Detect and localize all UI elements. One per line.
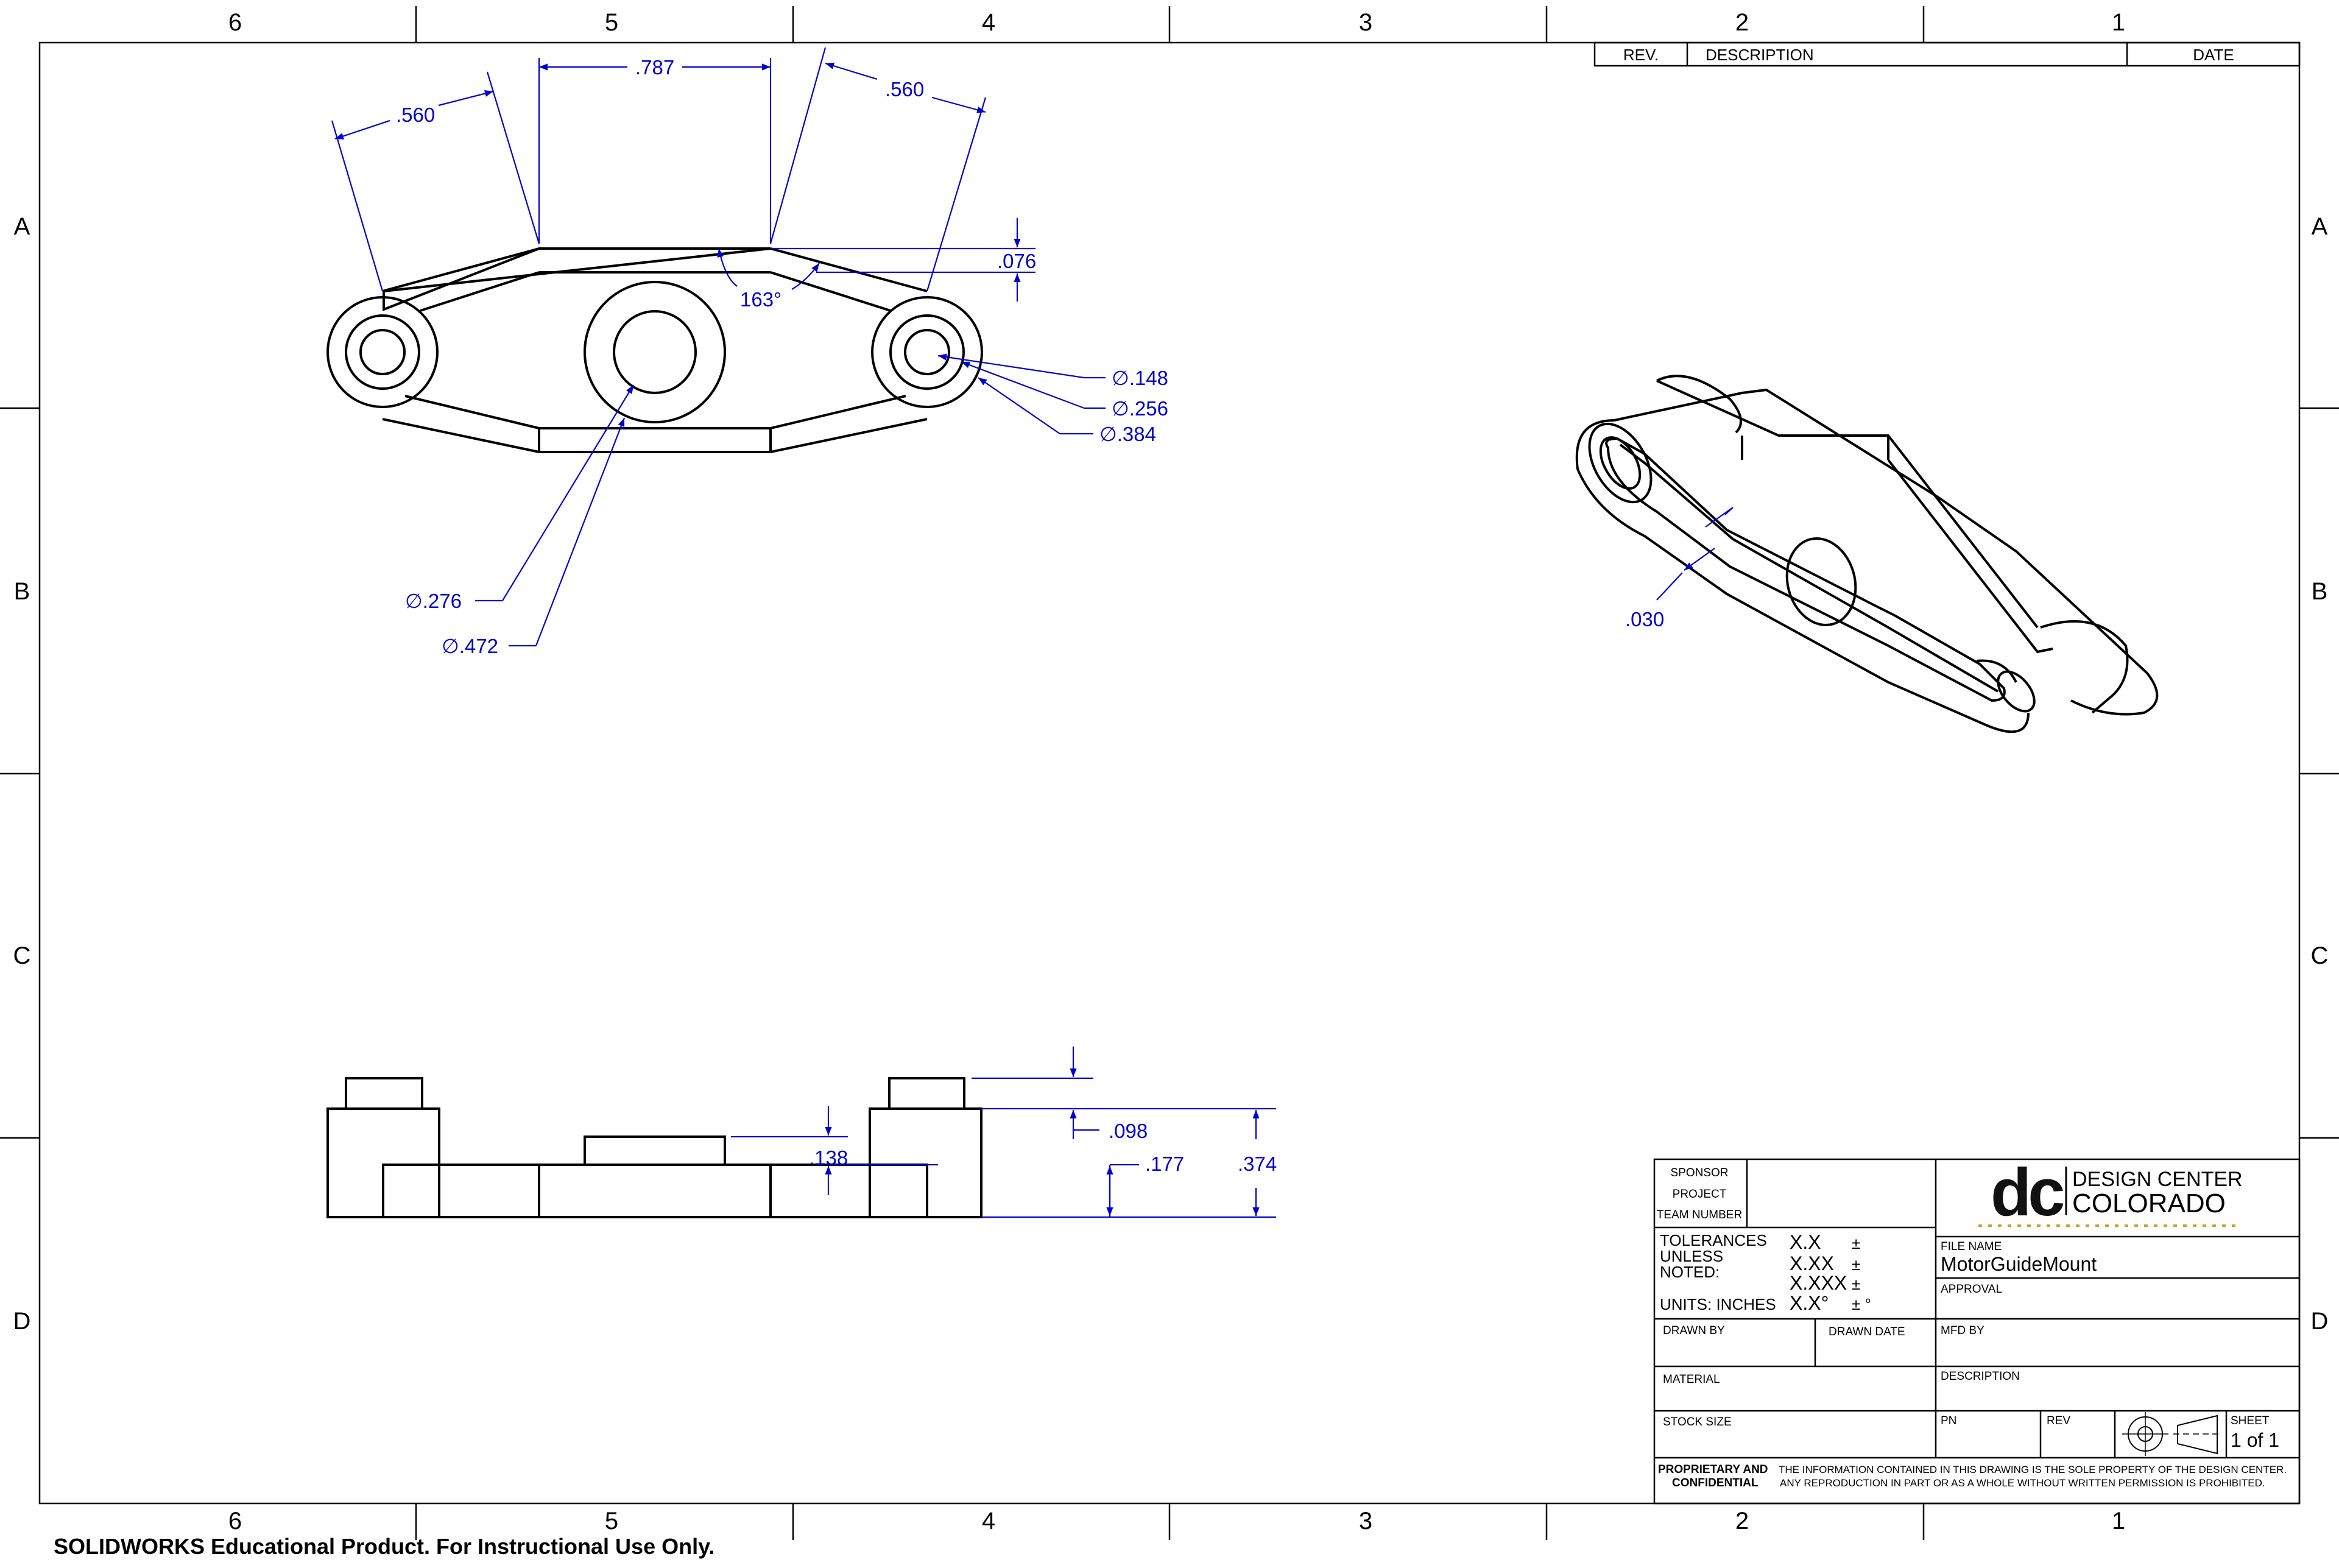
- sheet-label: SHEET: [2231, 1414, 2270, 1427]
- tol-pm-deg: ± °: [1852, 1295, 1871, 1313]
- dim-right-width: .560: [885, 78, 924, 101]
- sheet-value: 1 of 1: [2231, 1429, 2279, 1451]
- dim-boss-outer: ∅.384: [1099, 423, 1156, 445]
- zone-labels: 6 5 4 3 2 1 6 5 4 3 2 1 A B C D A B C D: [13, 9, 2329, 1534]
- mfd-by-label: MFD BY: [1941, 1324, 1984, 1337]
- dim-base-height: .177: [1145, 1153, 1184, 1175]
- tol-three-place: X.XXX: [1790, 1272, 1847, 1294]
- zone-col-3-top: 3: [1359, 9, 1372, 36]
- dim-hole-mid: ∅.256: [1112, 397, 1168, 420]
- logo-line2: COLORADO: [2072, 1188, 2226, 1218]
- side-view-dimensions: .098 .138 .177 .374: [731, 1047, 1277, 1218]
- dim-overall-height: .374: [1238, 1153, 1277, 1175]
- sheet-border: [0, 6, 2339, 1540]
- zone-col-6-bottom: 6: [228, 1508, 242, 1534]
- zone-row-a-left: A: [14, 213, 30, 240]
- zone-col-2-top: 2: [1735, 9, 1749, 36]
- top-view-dimensions: .560 .787 .560 163° .076 ∅.148 ∅.256 ∅.3…: [331, 47, 1168, 657]
- zone-col-4-top: 4: [982, 9, 995, 36]
- zone-row-d-left: D: [13, 1308, 31, 1335]
- zone-col-4-bottom: 4: [982, 1508, 995, 1534]
- approval-label: APPROVAL: [1941, 1283, 2002, 1296]
- tol-pm-3: ±: [1852, 1275, 1860, 1293]
- pn-label: PN: [1941, 1414, 1956, 1427]
- dim-wall: .076: [997, 250, 1036, 272]
- date-header: DATE: [2193, 46, 2234, 64]
- dim-iso-wall: .030: [1625, 608, 1664, 630]
- rev-label: REV: [2047, 1414, 2070, 1427]
- dim-boss-height: .098: [1109, 1120, 1148, 1142]
- notice-line2: ANY REPRODUCTION IN PART OR AS A WHOLE W…: [1780, 1477, 2265, 1489]
- tol-one-place: X.X: [1790, 1231, 1821, 1253]
- zone-col-6-top: 6: [228, 9, 242, 36]
- zone-col-1-top: 1: [2112, 9, 2125, 36]
- units-label: UNITS: INCHES: [1660, 1295, 1776, 1313]
- dim-center-hole: ∅.276: [405, 590, 462, 612]
- dim-hole-small: ∅.148: [1112, 367, 1168, 389]
- design-center-logo: dc DESIGN CENTER COLORADO: [1978, 1155, 2243, 1230]
- zone-row-c-left: C: [13, 942, 31, 969]
- isometric-view: .030: [1575, 375, 2159, 733]
- proprietary-line1: PROPRIETARY AND: [1658, 1463, 1768, 1476]
- revision-table: REV. DESCRIPTION DATE: [1593, 41, 2301, 67]
- notice-line1: THE INFORMATION CONTAINED IN THIS DRAWIN…: [1779, 1464, 2287, 1475]
- unless-label: UNLESS: [1660, 1247, 1723, 1265]
- dim-center-boss: ∅.472: [442, 635, 498, 657]
- zone-row-c-right: C: [2311, 942, 2329, 969]
- stock-size-label: STOCK SIZE: [1663, 1416, 1732, 1429]
- noted-label: NOTED:: [1660, 1263, 1720, 1281]
- zone-row-b-left: B: [14, 578, 30, 605]
- drawn-by-label: DRAWN BY: [1663, 1324, 1725, 1337]
- zone-col-3-bottom: 3: [1359, 1508, 1372, 1534]
- tol-pm-2: ±: [1852, 1255, 1860, 1274]
- sponsor-label: SPONSOR: [1670, 1167, 1728, 1179]
- third-angle-projection-icon: [2122, 1412, 2222, 1456]
- description-label: DESCRIPTION: [1941, 1370, 2020, 1383]
- drawn-date-label: DRAWN DATE: [1829, 1326, 1905, 1338]
- logo-dc: dc: [1991, 1155, 2063, 1230]
- top-view: [326, 247, 983, 453]
- file-name-label: FILE NAME: [1941, 1240, 2002, 1253]
- logo-line1: DESIGN CENTER: [2072, 1168, 2243, 1191]
- zone-col-1-bottom: 1: [2112, 1508, 2125, 1534]
- team-number-label: TEAM NUMBER: [1657, 1209, 1742, 1221]
- description-header: DESCRIPTION: [1706, 46, 1814, 64]
- rev-header: REV.: [1623, 46, 1659, 64]
- material-label: MATERIAL: [1663, 1373, 1720, 1386]
- tol-two-place: X.XX: [1790, 1252, 1834, 1274]
- zone-col-5-top: 5: [605, 9, 618, 36]
- dim-angle: 163°: [740, 288, 781, 311]
- tol-angle: X.X°: [1790, 1292, 1829, 1314]
- dim-center-boss-height: .138: [809, 1146, 848, 1169]
- zone-row-d-right: D: [2311, 1308, 2329, 1335]
- zone-col-5-bottom: 5: [605, 1508, 618, 1534]
- zone-row-a-right: A: [2312, 213, 2328, 240]
- proprietary-line2: CONFIDENTIAL: [1672, 1477, 1759, 1489]
- zone-row-b-right: B: [2312, 578, 2328, 605]
- tolerances-label: TOLERANCES: [1660, 1231, 1767, 1249]
- dim-left-width: .560: [396, 104, 435, 126]
- file-name-value: MotorGuideMount: [1941, 1253, 2097, 1275]
- dim-center-width: .787: [635, 56, 674, 79]
- tol-pm-1: ±: [1852, 1234, 1860, 1252]
- zone-col-2-bottom: 2: [1735, 1508, 1749, 1534]
- title-block: SPONSOR PROJECT TEAM NUMBER TOLERANCES U…: [1653, 1155, 2301, 1505]
- educational-watermark: SOLIDWORKS Educational Product. For Inst…: [54, 1534, 715, 1559]
- project-label: PROJECT: [1673, 1188, 1727, 1201]
- side-view: [326, 1077, 983, 1218]
